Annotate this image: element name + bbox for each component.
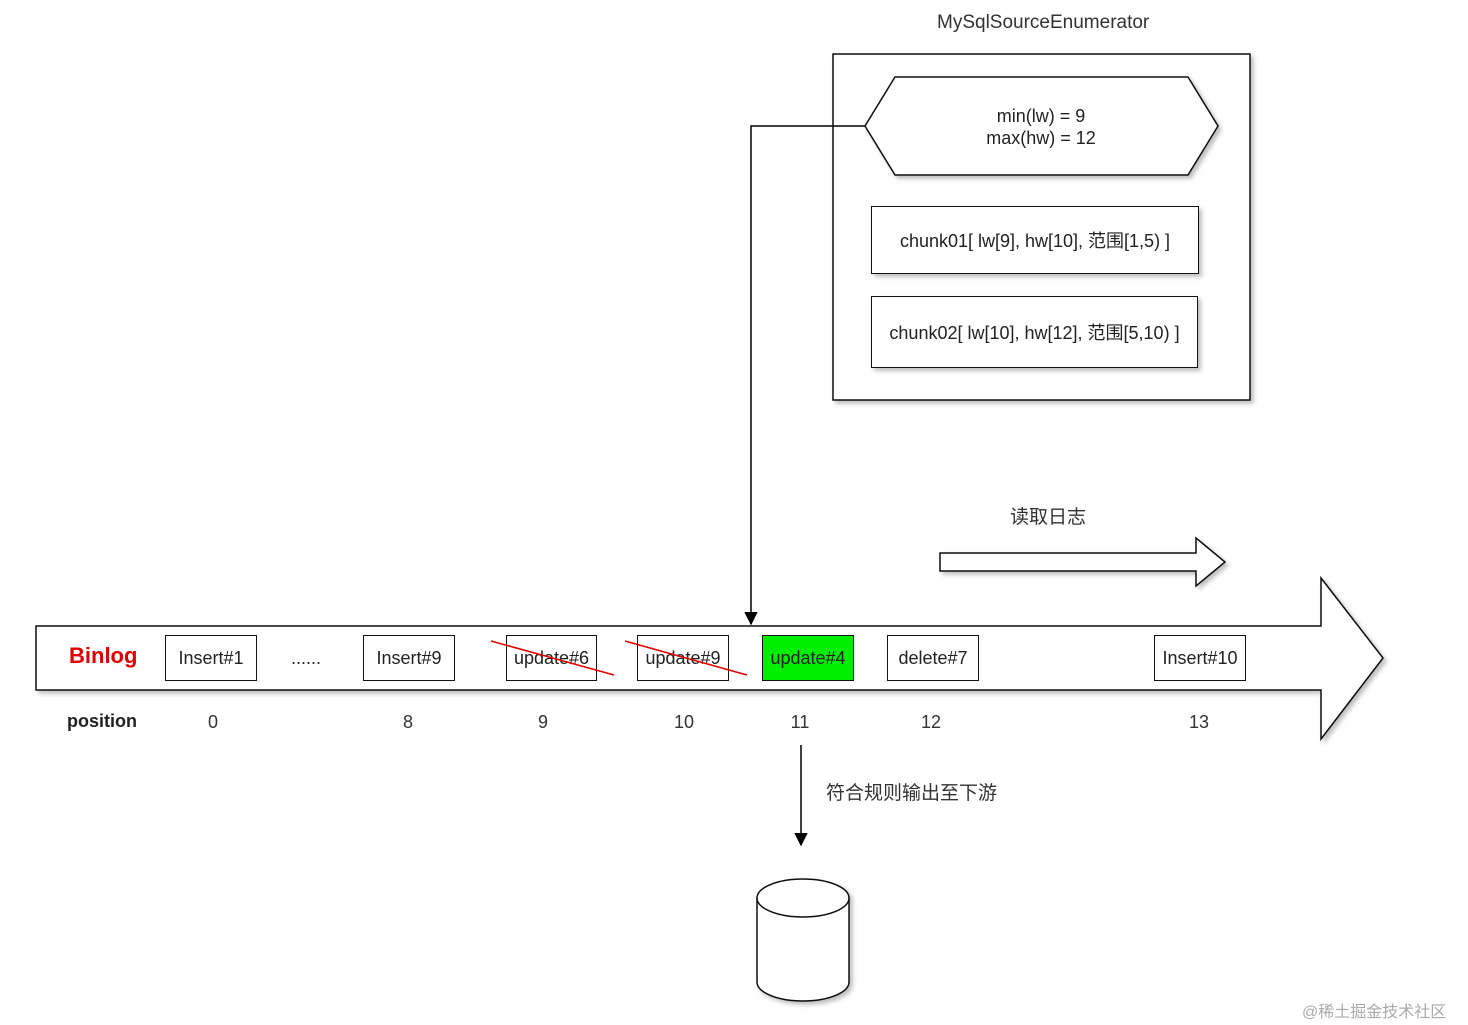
event-update-9-struck: update#9 [637,635,729,681]
watermark-text: @稀土掘金技术社区 [1302,1004,1447,1021]
database-cylinder-icon [756,878,850,1002]
position-label: position [67,711,137,731]
event-label: update#4 [770,647,846,668]
position-value: 8 [402,712,414,732]
hexagon-min-lw: min(lw) = 9 [996,106,1086,126]
read-log-label: 读取日志 [1010,507,1087,528]
position-value: 11 [790,712,810,732]
hexagon-max-hw: max(hw) = 12 [986,128,1096,148]
chunk01-label: chunk01[ lw[9], hw[10], 范围[1,5) ] [899,231,1171,251]
event-label: delete#7 [898,647,968,668]
event-label: update#6 [513,647,590,668]
position-value: 12 [920,712,942,732]
event-insert-10: Insert#10 [1154,635,1246,681]
event-label: Insert#10 [1162,647,1238,668]
event-ellipsis: ...... [291,648,322,668]
chunk02-label: chunk02[ lw[10], hw[12], 范围[5,10) ] [889,323,1180,343]
chunk01-box: chunk01[ lw[9], hw[10], 范围[1,5) ] [871,206,1199,274]
hexagon-to-binlog-connector [744,125,865,626]
event-insert-9: Insert#9 [363,635,455,681]
position-value: 9 [537,712,549,732]
chunk02-box: chunk02[ lw[10], hw[12], 范围[5,10) ] [871,296,1198,368]
read-log-arrow [939,536,1227,588]
enumerator-title: MySqlSourceEnumerator [937,12,1150,33]
event-label: Insert#9 [376,647,442,668]
position-value: 10 [673,712,695,732]
position-value: 0 [207,712,219,732]
event-update-6-struck: update#6 [506,635,597,681]
downstream-label: 符合规则输出至下游 [826,783,998,804]
event-update-4-highlighted: update#4 [762,635,854,681]
event-insert-1: Insert#1 [165,635,257,681]
event-label: Insert#1 [178,647,244,668]
event-label: update#9 [645,647,721,668]
binlog-label: Binlog [69,643,138,668]
event-delete-7: delete#7 [887,635,979,681]
position-value: 13 [1188,712,1210,732]
